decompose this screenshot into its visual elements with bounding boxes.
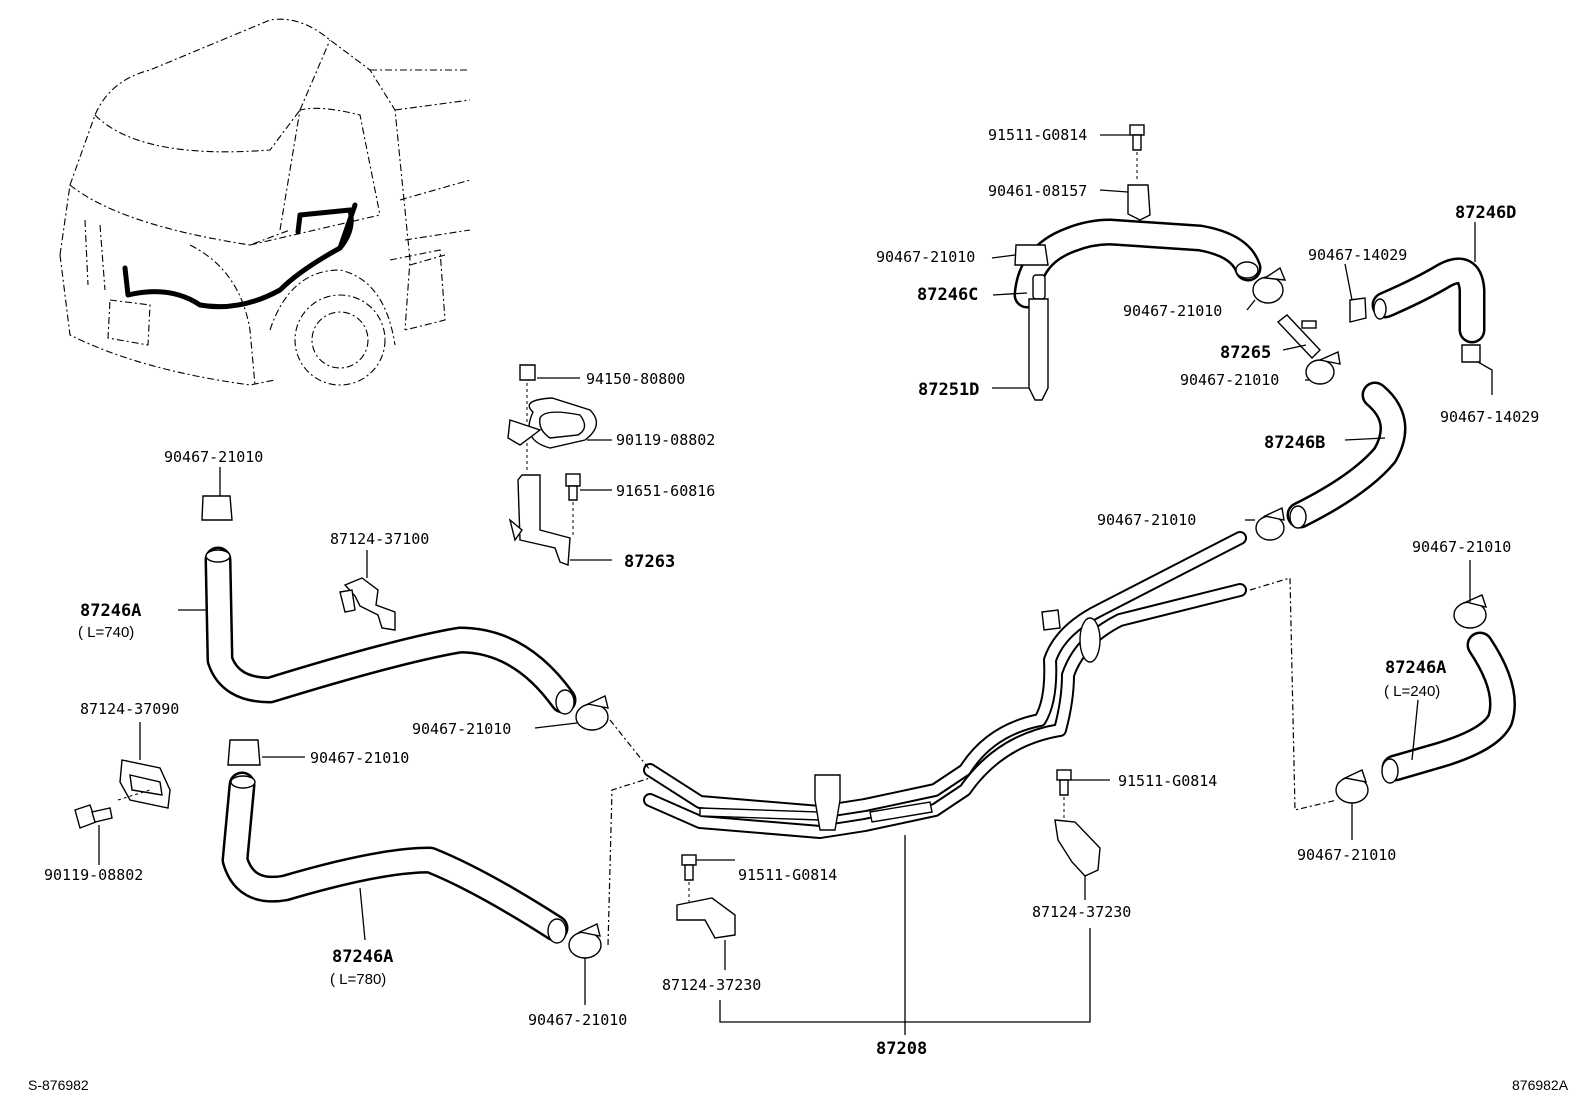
label-87246A-left-length: ( L=740) [78,624,134,641]
label-87124-37100: 87124-37100 [330,530,429,548]
clamp-icon [1014,244,1049,266]
clamp-icon [201,495,233,521]
label-94150: 94150-80800 [586,370,685,388]
label-87246D: 87246D [1455,203,1516,223]
bolt-icon [1056,769,1072,781]
bushing-icon [1127,184,1151,221]
clip-87124-37090 [74,759,171,829]
hose-87246A-780 [221,739,602,959]
label-90119-clip: 90119-08802 [44,866,143,884]
nut-icon [519,364,536,381]
label-90467-21010-far-right: 90467-21010 [1412,538,1511,556]
label-90467-21010-upper-mid: 90467-21010 [1180,371,1279,389]
hose-87246A-740 [201,495,609,731]
label-87246A-right: 87246A [1385,658,1446,678]
leader-lines [98,134,1493,1035]
label-90467-21010-upper-left: 90467-21010 [876,248,975,266]
clamp-icon [1252,276,1284,304]
label-87246A-right-length: ( L=240) [1384,683,1440,700]
label-87263: 87263 [624,552,675,572]
label-87124-37090: 87124-37090 [80,700,179,718]
clip-icon [1054,819,1101,877]
connector-icon [1276,314,1321,360]
label-90467-21010-lower-right: 90467-21010 [1297,846,1396,864]
clamp-icon [575,703,609,731]
label-90467-21010-center-left: 90467-21010 [412,720,511,738]
main-pipe-87208 [643,531,1247,839]
upper-hose-assembly [1013,124,1486,541]
clamp-icon [227,739,261,766]
label-90467-14029-right: 90467-14029 [1440,408,1539,426]
bolt-icon [565,473,581,487]
clip-icon [676,897,736,939]
label-90467-21010-upper-right: 90467-21010 [1123,302,1222,320]
valve-icon [1032,274,1046,300]
label-87246B: 87246B [1264,433,1325,453]
label-90467-21010-bottom-left: 90467-21010 [310,749,409,767]
label-90467-14029-top: 90467-14029 [1308,246,1407,264]
label-91511-top: 91511-G0814 [988,126,1087,144]
bolt-icon [681,854,697,866]
hose-87246A-240 [1335,594,1516,804]
label-87246C: 87246C [917,285,978,305]
label-90461: 90461-08157 [988,182,1087,200]
label-91511-low: 91511-G0814 [738,866,837,884]
part-labels: 91511-G0814 90461-08157 87246D 90467-140… [28,126,1569,1093]
footer-right-code: 876982A [1512,1077,1569,1093]
label-90119-bracket: 90119-08802 [616,431,715,449]
clamp-icon [1461,344,1481,363]
label-87246A-bottom: 87246A [332,947,393,967]
clamp-icon [1305,359,1335,385]
label-90467-21010-bottom: 90467-21010 [528,1011,627,1029]
label-87246A-left: 87246A [80,601,141,621]
label-87246A-bottom-length: ( L=780) [330,971,386,988]
label-87124-37230-right: 87124-37230 [1032,903,1131,921]
bracket-icon [517,474,571,566]
bolt-icon [1129,124,1145,136]
truck-locator-illustration [59,18,471,386]
label-90467-21010-mid-right: 90467-21010 [1097,511,1196,529]
grommet-icon [1079,617,1101,663]
label-87251D: 87251D [918,380,979,400]
label-91651: 91651-60816 [616,482,715,500]
clamp-icon [1349,297,1367,323]
bracket-assembly [507,364,598,566]
label-87124-37230-left: 87124-37230 [662,976,761,994]
label-90467-21010-left: 90467-21010 [164,448,263,466]
lower-clips [676,769,1101,939]
label-87208: 87208 [876,1039,927,1059]
clip-icon [343,577,396,631]
footer-left-code: S-876982 [28,1077,89,1093]
label-91511-mid: 91511-G0814 [1118,772,1217,790]
label-87265: 87265 [1220,343,1271,363]
pipe-clip-icon [814,774,841,831]
